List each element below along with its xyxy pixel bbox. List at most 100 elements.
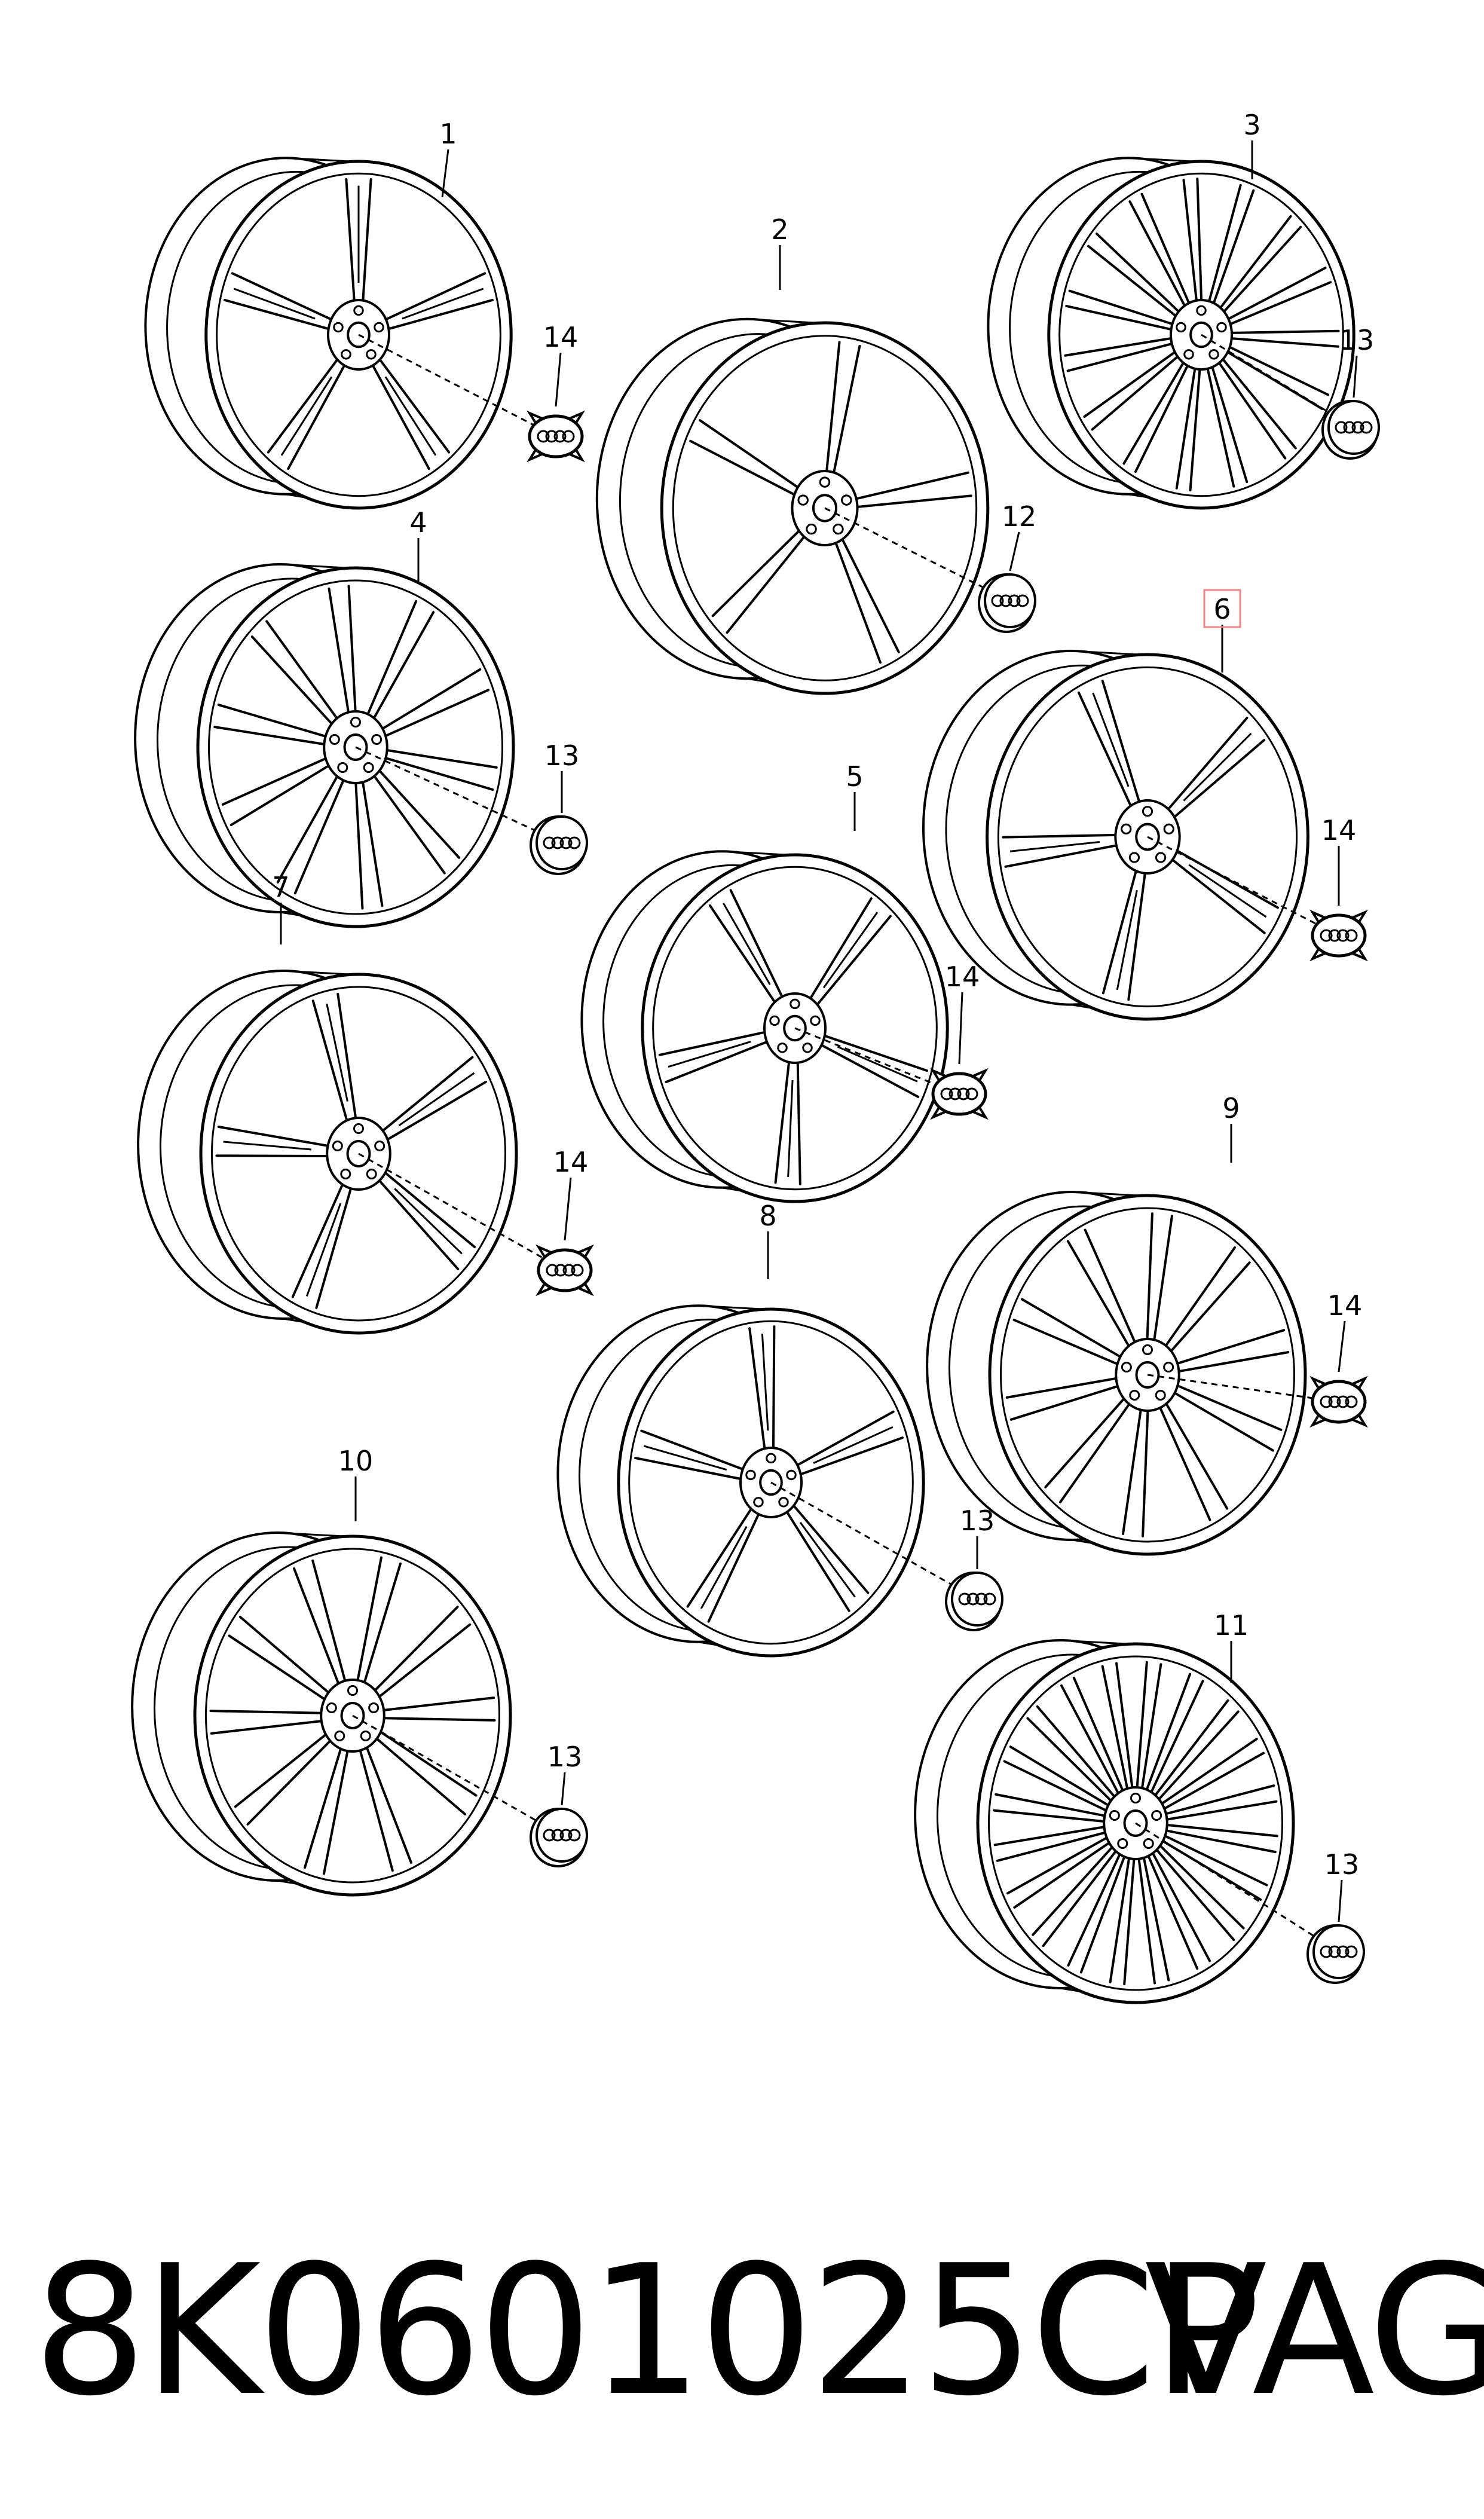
wheel-spoke <box>1145 1673 1204 1794</box>
wheel-spoke <box>1005 1377 1119 1421</box>
spider-center-cap <box>1309 1375 1368 1428</box>
wheel-callout: 7 <box>272 871 289 903</box>
wheel-spoke <box>1032 1846 1117 1948</box>
wheel-spoke <box>1155 1844 1245 1942</box>
round-center-cap <box>945 1572 1003 1631</box>
cap-callout: 13 <box>1324 1848 1360 1881</box>
wheel-spoke <box>834 538 900 664</box>
four-rings-logo-icon <box>1335 421 1373 434</box>
wheel-spoke <box>1161 1738 1265 1810</box>
wheel-spoke <box>291 1183 353 1309</box>
wheel-spoke <box>1003 1745 1110 1812</box>
wheel-spoke <box>234 1733 332 1826</box>
four-rings-logo-icon <box>546 1264 584 1277</box>
wheel-spoke <box>1137 1856 1170 1985</box>
wheel-spoke <box>1066 1228 1136 1347</box>
cap-callout: 14 <box>553 1146 589 1178</box>
wheel-spoke <box>1146 1212 1173 1341</box>
wheel-spoke <box>1065 289 1174 331</box>
wheel-callout: 9 <box>1222 1092 1240 1124</box>
wheel-spoke <box>213 704 327 745</box>
wheel-spoke <box>796 1410 904 1476</box>
wheel-spoke <box>1171 849 1279 934</box>
wheel-spoke <box>375 1731 478 1816</box>
round-center-cap <box>978 573 1036 633</box>
wheel-spoke <box>215 1125 329 1157</box>
wheel-spoke <box>384 749 498 791</box>
wheel-spoke <box>373 769 461 875</box>
wheel-spoke <box>366 600 435 720</box>
four-rings-logo-icon <box>1320 1945 1358 1958</box>
wheel-spoke <box>1176 1329 1290 1373</box>
wheel-6: 614 <box>922 589 1368 1021</box>
wheel-callout: 2 <box>771 213 788 246</box>
wheel-spoke <box>1206 366 1249 488</box>
wheel-spoke <box>1159 1402 1229 1521</box>
four-rings-logo-icon <box>537 430 575 443</box>
wheel-spoke <box>855 471 972 509</box>
wheel-spoke <box>774 1060 801 1185</box>
cap-callout: 13 <box>1339 324 1375 356</box>
wheel-9: 9 14 <box>926 1092 1368 1556</box>
wheel-spoke <box>1128 192 1191 307</box>
spider-center-cap <box>930 1068 989 1120</box>
part-number-label: 8K0601025CP <box>33 2227 1260 2435</box>
wheel-spoke <box>1006 1836 1110 1909</box>
wheel-spoke <box>293 1559 347 1685</box>
four-rings-logo-icon <box>991 594 1029 607</box>
wheel-callout: 3 <box>1243 109 1260 141</box>
four-rings-logo-icon <box>1320 1395 1358 1408</box>
wheel-spoke <box>708 889 784 1004</box>
spider-center-cap <box>536 1244 594 1297</box>
cap-callout: 14 <box>945 961 980 993</box>
wheel-spoke <box>825 341 861 474</box>
wheel-callout: 1 <box>439 118 457 150</box>
wheel-spoke <box>374 1606 472 1698</box>
wheel-spoke <box>1087 233 1180 317</box>
wheel-spoke <box>1083 350 1179 431</box>
wheel-spoke <box>993 1793 1106 1823</box>
wheel-spoke <box>276 775 345 895</box>
wheel-spoke <box>1175 367 1201 492</box>
wheel-spoke <box>1219 215 1302 313</box>
wheel-spoke <box>1060 1676 1124 1795</box>
wheel-callout: 11 <box>1214 1609 1249 1641</box>
four-rings-logo-icon <box>958 1592 996 1606</box>
wheel-spoke <box>711 530 806 634</box>
wheel-spoke <box>345 178 372 302</box>
wheel-spoke <box>1164 1246 1251 1353</box>
wheel-4: 413 <box>134 506 588 928</box>
round-center-cap <box>530 815 588 875</box>
cap-callout: 13 <box>960 1505 995 1537</box>
wheel-spoke <box>689 419 799 496</box>
wheel-spoke <box>809 897 892 1006</box>
wheel-spoke <box>1208 184 1255 305</box>
four-rings-logo-icon <box>940 1087 978 1100</box>
wheel-spoke <box>1002 833 1118 868</box>
wheel-3: 3 13 <box>987 109 1380 510</box>
wheel-spoke <box>359 1746 412 1872</box>
wheel-spoke <box>228 1615 330 1701</box>
wheel-spoke <box>1217 357 1297 460</box>
four-rings-logo-icon <box>543 836 581 849</box>
wheel-11: 11 13 <box>914 1609 1365 2004</box>
wheel-spoke <box>785 1504 870 1612</box>
wheel-spoke <box>1101 1662 1134 1790</box>
four-rings-logo-icon <box>543 1829 581 1842</box>
wheel-spoke <box>1165 1823 1278 1854</box>
wheel-spoke <box>1101 869 1146 1001</box>
wheel-spoke <box>1227 267 1332 326</box>
wheel-spoke <box>1026 1705 1116 1802</box>
wheel-spoke <box>311 992 357 1122</box>
wheel-spoke <box>658 1031 769 1084</box>
wheel-spoke <box>250 620 338 725</box>
wheel-spoke <box>378 1171 476 1270</box>
cap-callout: 13 <box>544 739 580 772</box>
wheel-spoke <box>634 1429 744 1481</box>
wheel-spoke <box>224 272 333 331</box>
wheel-spoke <box>356 1556 402 1684</box>
cap-callout: 14 <box>1327 1289 1363 1322</box>
wheel-callout: 8 <box>759 1200 776 1232</box>
